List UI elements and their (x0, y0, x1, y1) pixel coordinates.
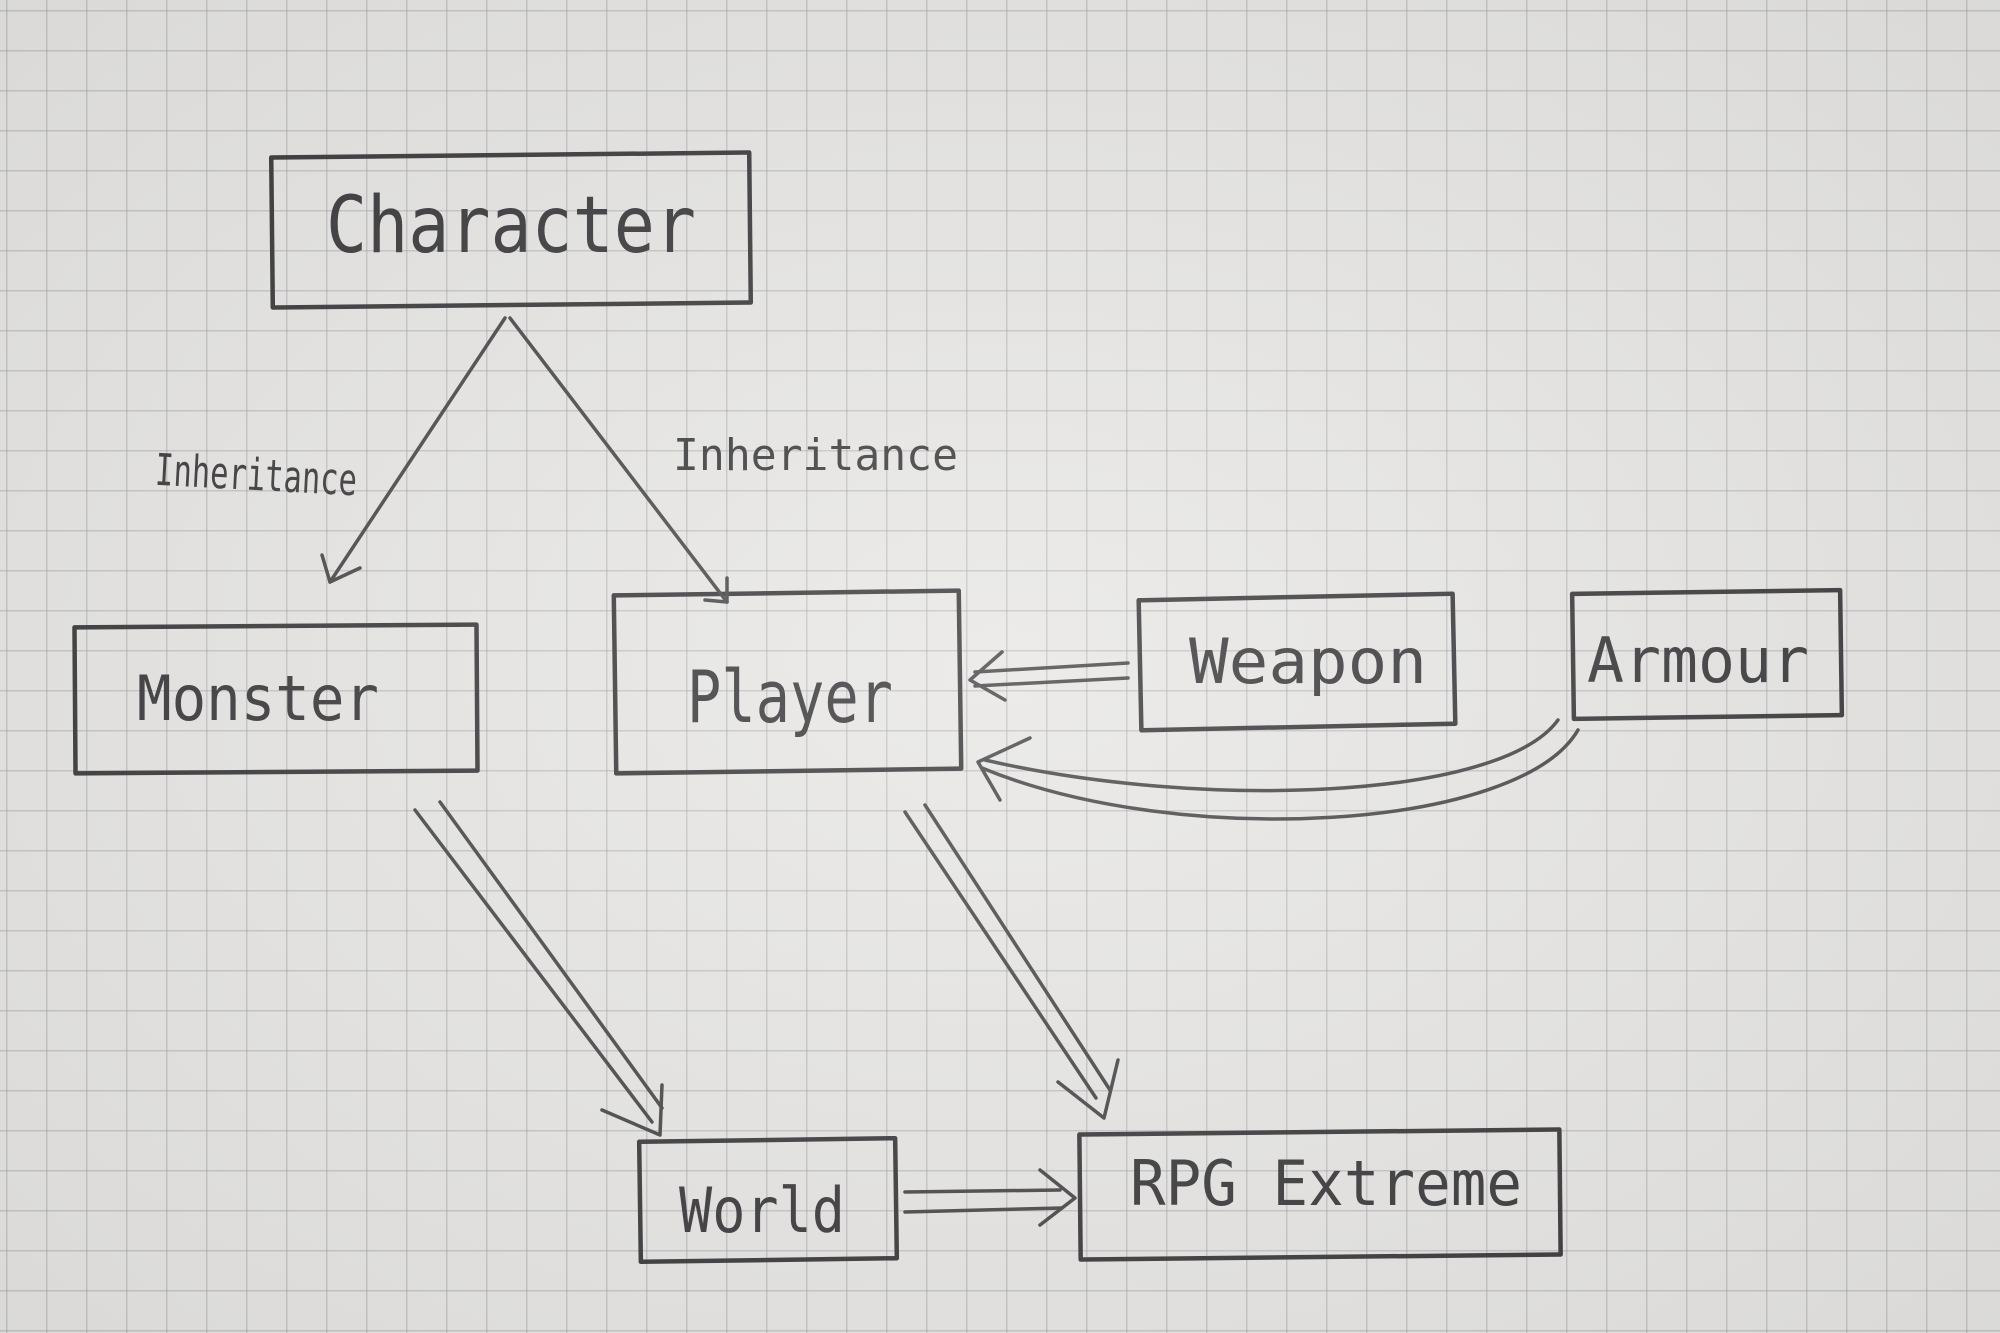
node-weapon-label: Weapon (1189, 625, 1427, 698)
edge-monster-world (413, 800, 664, 1137)
edge-player-rpg-extreme-arrowhead (1056, 1058, 1120, 1120)
node-rpg-extreme-box (1077, 1127, 1563, 1262)
node-world-box (636, 1135, 900, 1265)
node-armour-label: Armour (1587, 624, 1809, 697)
node-rpg-extreme: RPG Extreme (1077, 1127, 1563, 1262)
node-player: Player (611, 588, 964, 776)
node-weapon: Weapon (1136, 591, 1458, 733)
edge-weapon-player (968, 650, 1130, 702)
edge-character-monster: Inheritance (154, 316, 507, 584)
edge-character-player-line (508, 316, 729, 604)
edge-monster-world-arrowhead (600, 1083, 664, 1137)
edge-character-player: Inheritance (508, 316, 958, 604)
edge-monster-world-line (413, 800, 664, 1124)
node-world-label: World (679, 1174, 845, 1247)
node-player-label: Player (687, 655, 893, 739)
edge-world-rpg-extreme-arrowhead (1038, 1168, 1077, 1227)
node-monster-box (72, 622, 480, 776)
edge-armour-player (976, 718, 1580, 821)
node-character-label: Character (326, 181, 696, 271)
edge-character-monster-arrowhead (320, 553, 362, 584)
edge-player-rpg-extreme-line (903, 803, 1112, 1100)
node-monster-label: Monster (137, 662, 379, 735)
edge-weapon-player-line (973, 661, 1130, 688)
edge-character-player-label: Inheritance (673, 430, 958, 481)
node-weapon-box (1136, 591, 1458, 733)
edge-world-rpg-extreme-line (903, 1188, 1064, 1214)
node-armour-box (1569, 587, 1845, 722)
edge-character-monster-line (328, 316, 507, 584)
edge-weapon-player-arrowhead (968, 650, 1007, 702)
edge-armour-player-line-2 (980, 728, 1580, 821)
node-rpg-extreme-label: RPG Extreme (1130, 1147, 1522, 1220)
edge-character-player-arrowhead (703, 576, 729, 604)
edge-player-rpg-extreme (903, 803, 1120, 1120)
node-character-box (268, 150, 754, 310)
node-character: Character (268, 150, 754, 310)
node-player-box (611, 588, 964, 776)
edge-world-rpg-extreme (903, 1168, 1077, 1227)
edge-armour-player-arrowhead (976, 736, 1032, 802)
edge-character-monster-label: Inheritance (154, 445, 358, 507)
node-armour: Armour (1569, 587, 1845, 722)
node-monster: Monster (72, 622, 480, 776)
node-world: World (636, 1135, 900, 1265)
edge-armour-player-line (983, 718, 1560, 793)
